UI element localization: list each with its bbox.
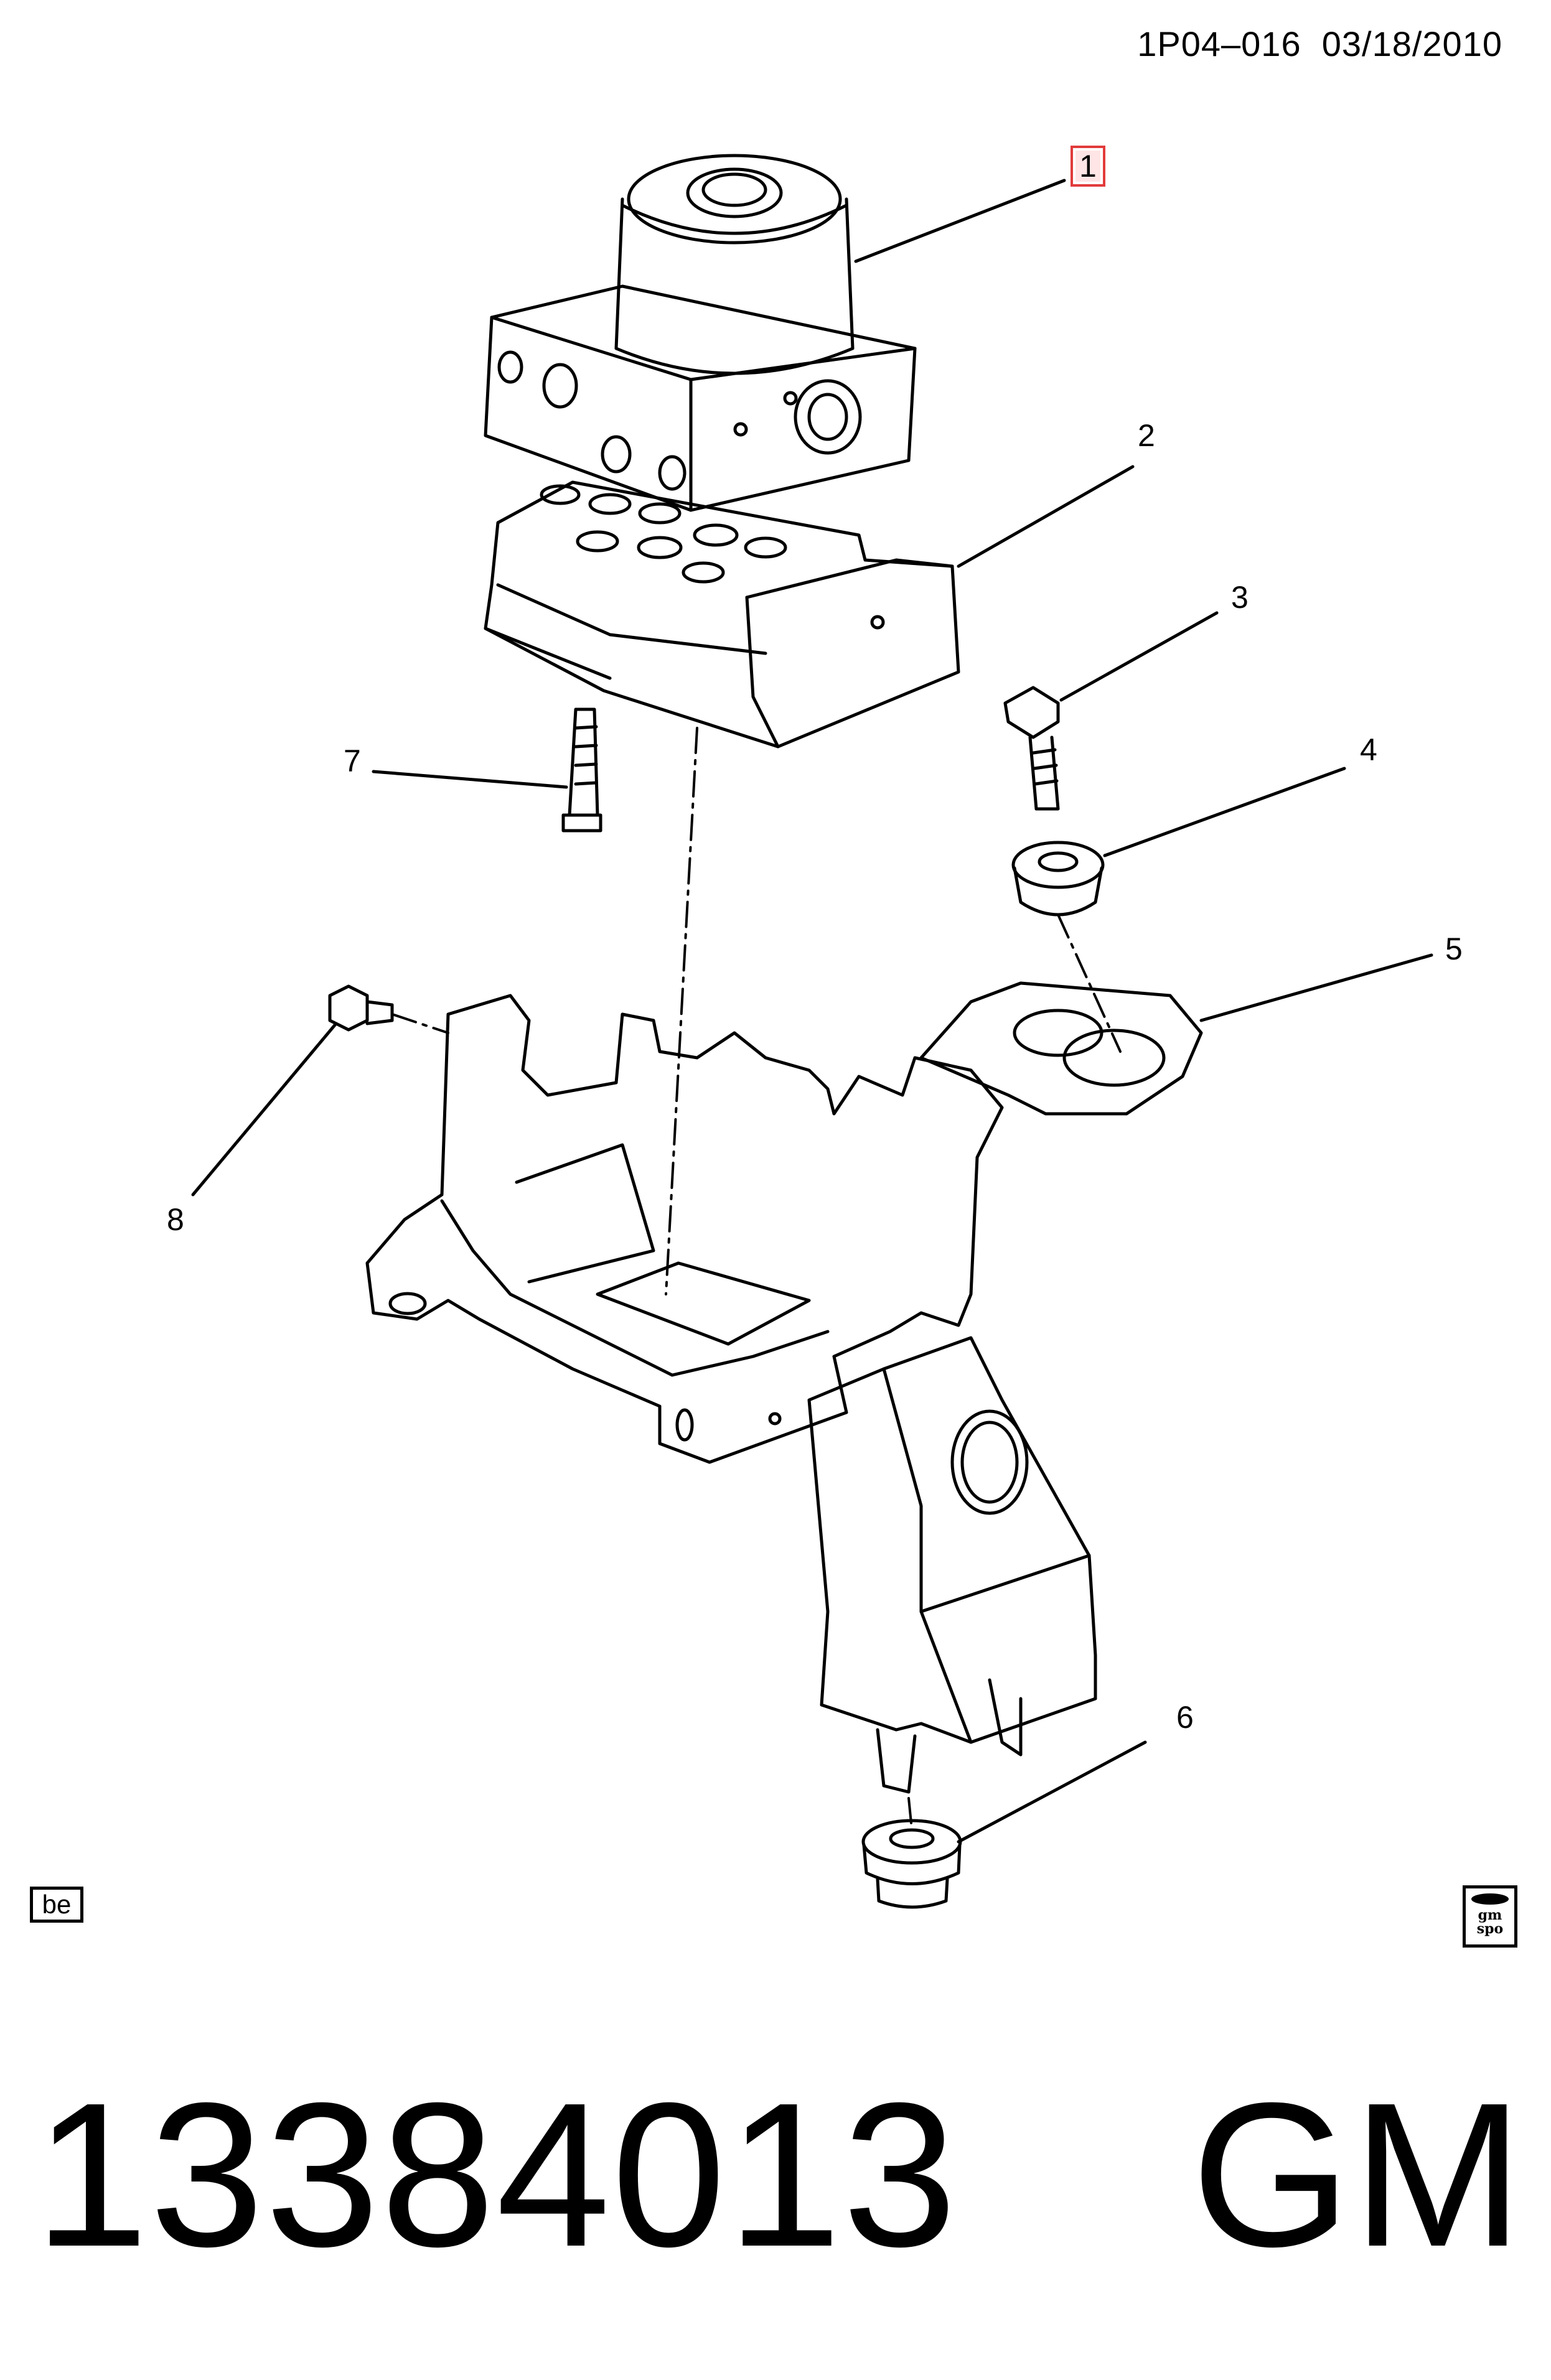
gm-spo-logo: gm spo	[1463, 1885, 1517, 1948]
drawing-reference-date: 1P04–016 03/18/2010	[1137, 24, 1502, 63]
assembly-center-lines	[391, 727, 1122, 1831]
callout-7: 7	[344, 744, 361, 778]
callout-2: 2	[1138, 418, 1155, 453]
part-1-abs-pump-motor	[484, 154, 917, 512]
callout-3: 3	[1231, 580, 1249, 615]
callout-leader-lines	[191, 179, 1433, 1844]
callout-6: 6	[1176, 1700, 1194, 1735]
be-badge: be	[30, 1887, 83, 1923]
part-2-control-module	[484, 480, 960, 749]
part-4-grommet	[1011, 841, 1105, 917]
part-5-mounting-bracket	[365, 981, 1203, 1794]
callout-5: 5	[1445, 931, 1463, 966]
callout-8: 8	[167, 1202, 184, 1237]
gm-spo-line2: spo	[1476, 1921, 1504, 1937]
part-3-bolt	[1003, 686, 1060, 811]
part-8-nut	[328, 984, 394, 1032]
part-number: 13384013 GM	[34, 2060, 1525, 2289]
abs-module-exploded-diagram	[191, 154, 1433, 1909]
gm-spo-oval	[1471, 1893, 1509, 1905]
gm-spo-line1: gm	[1478, 1907, 1502, 1923]
part-6-grommet	[861, 1819, 962, 1909]
callout-4: 4	[1360, 732, 1377, 767]
part-7-bolt	[561, 707, 602, 833]
callout-1: 1	[1071, 146, 1105, 187]
